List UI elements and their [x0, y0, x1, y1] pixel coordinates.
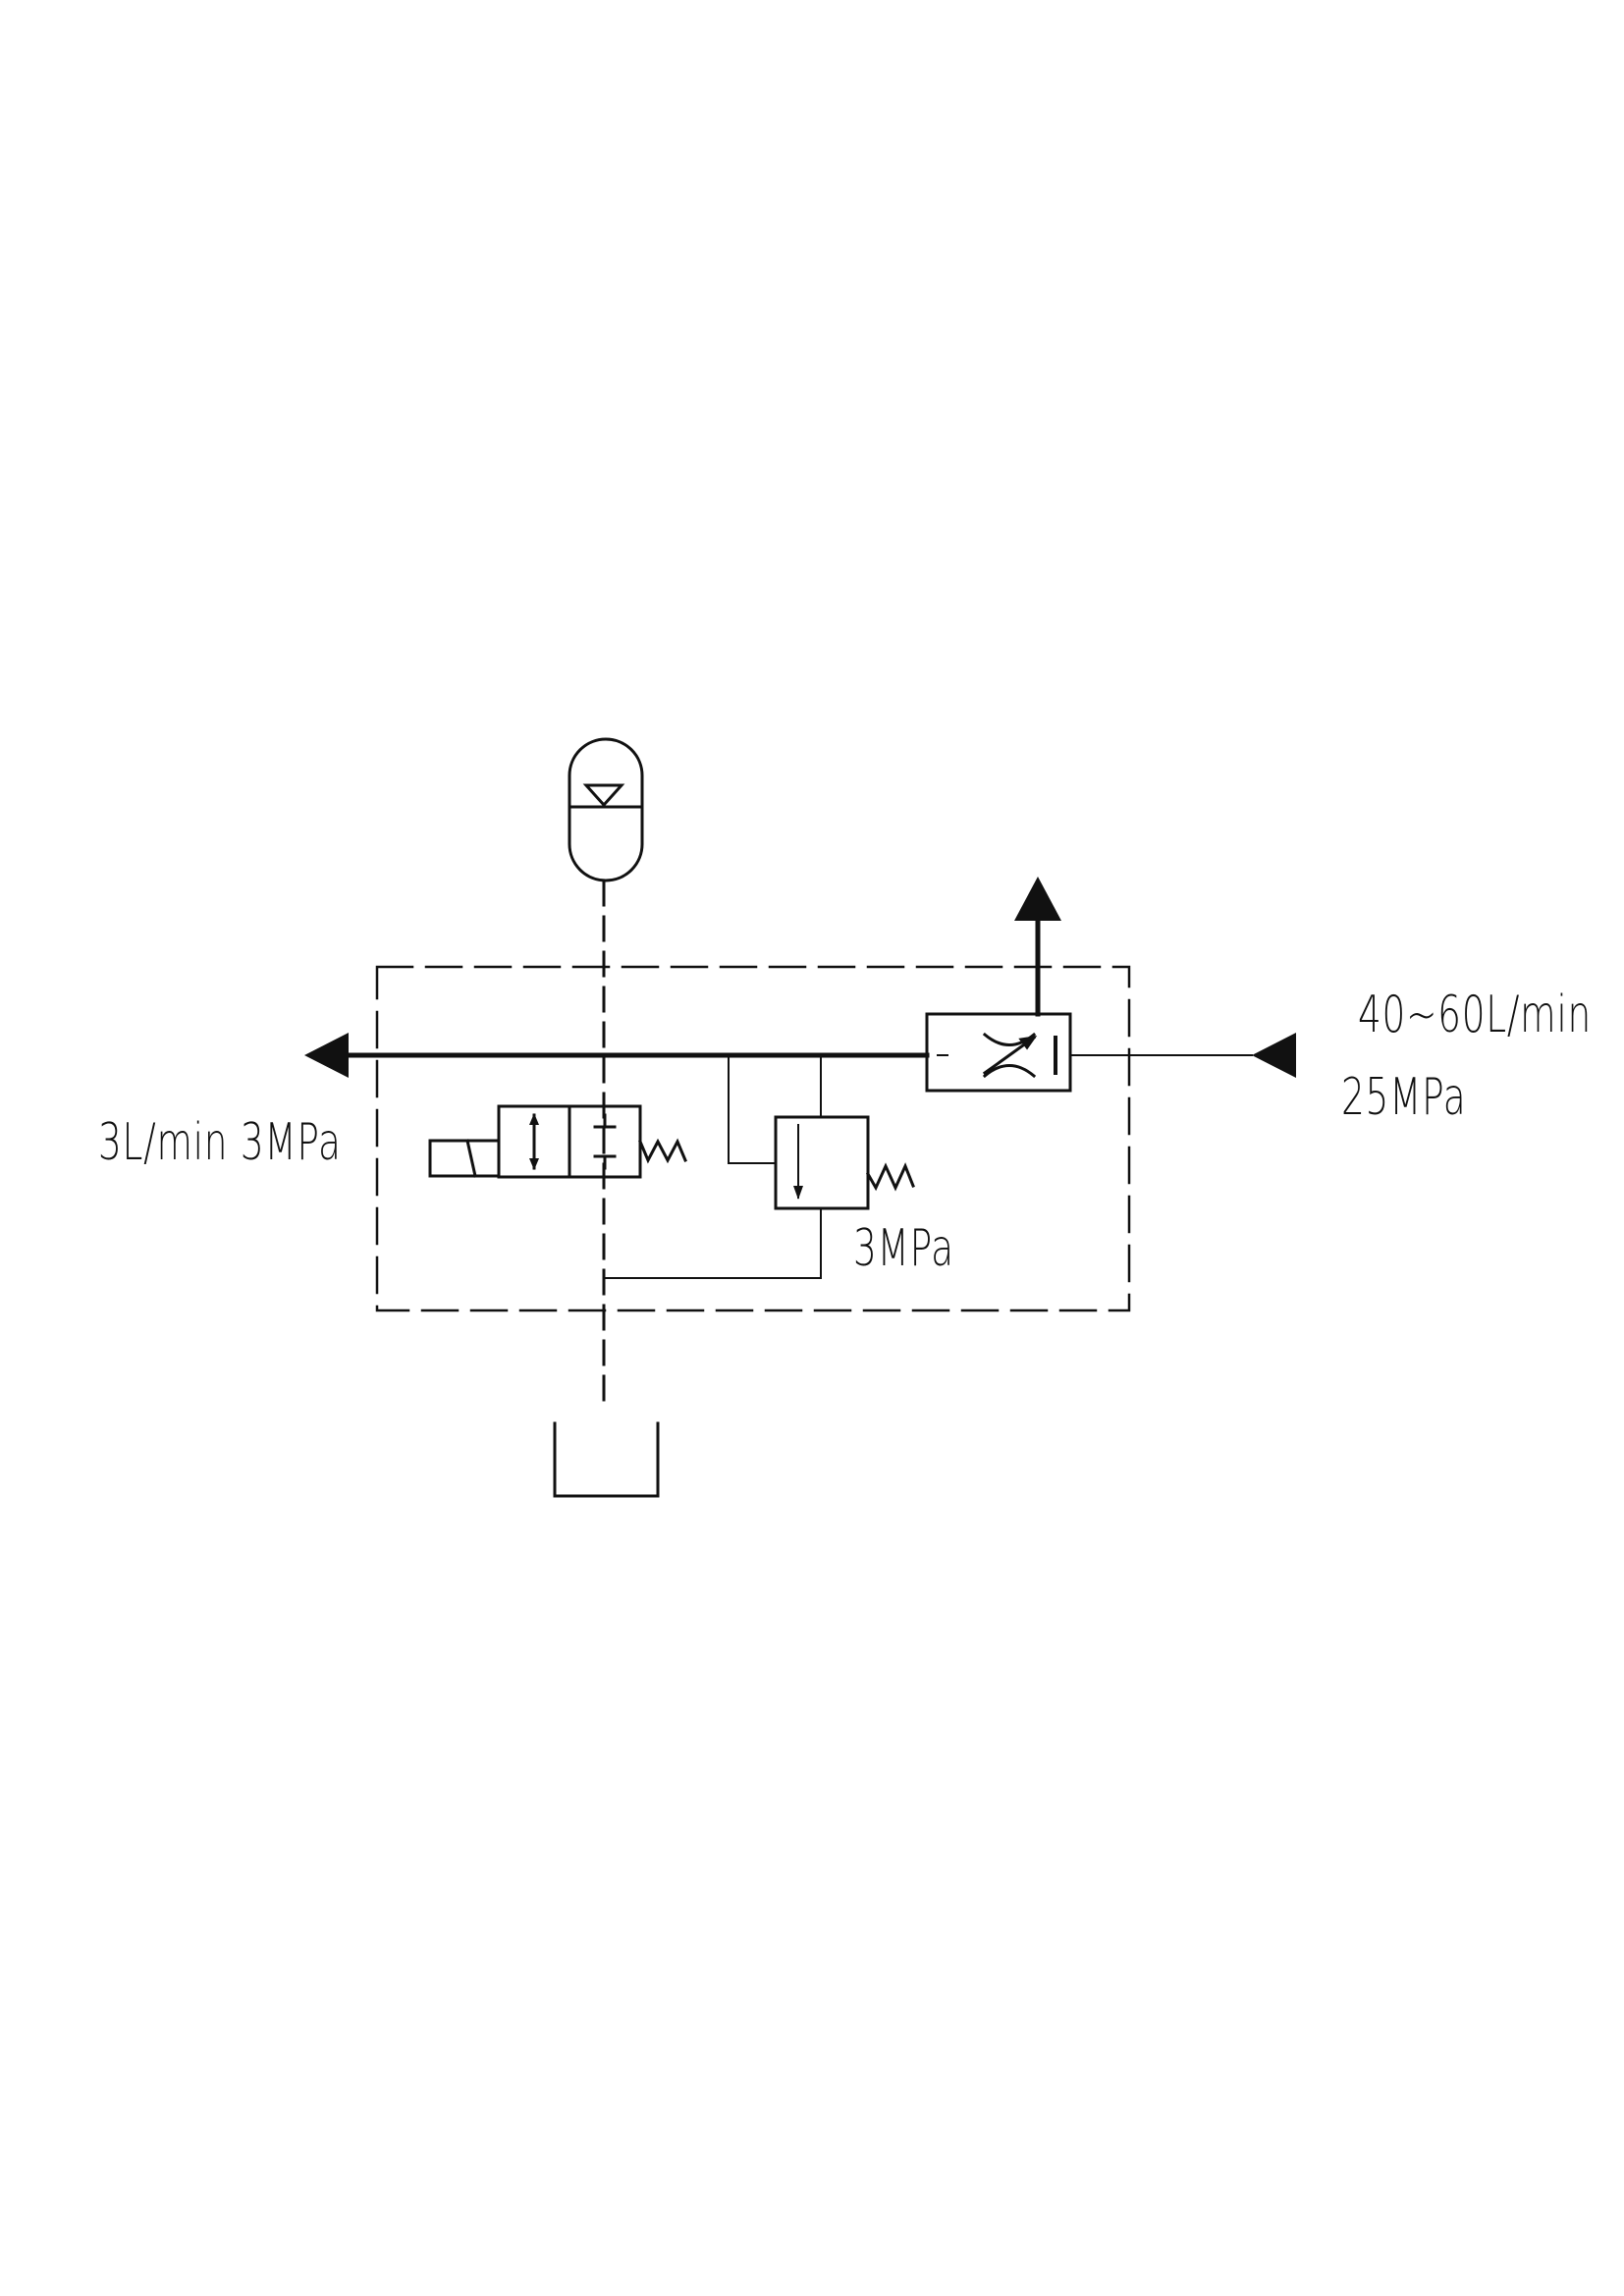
pressure-relief-valve: [774, 1115, 915, 1210]
flow-control-valve: [925, 1012, 1072, 1093]
inlet-flow-label: 40~60L/min: [1358, 986, 1592, 1044]
solenoid-directional-valve: [428, 1104, 687, 1179]
inlet-arrow: [1252, 1033, 1296, 1078]
outlet-up-arrow: [1014, 877, 1061, 921]
outlet-left-label: 3L/min 3MPa: [98, 1113, 342, 1172]
accumulator: [568, 737, 644, 882]
manifold-block-boundary: [375, 965, 1131, 1312]
relief-pressure-label: 3MPa: [853, 1219, 954, 1278]
inlet-pressure-label: 25MPa: [1341, 1068, 1467, 1127]
outlet-left-arrow: [304, 1033, 349, 1078]
tank: [553, 1421, 660, 1498]
